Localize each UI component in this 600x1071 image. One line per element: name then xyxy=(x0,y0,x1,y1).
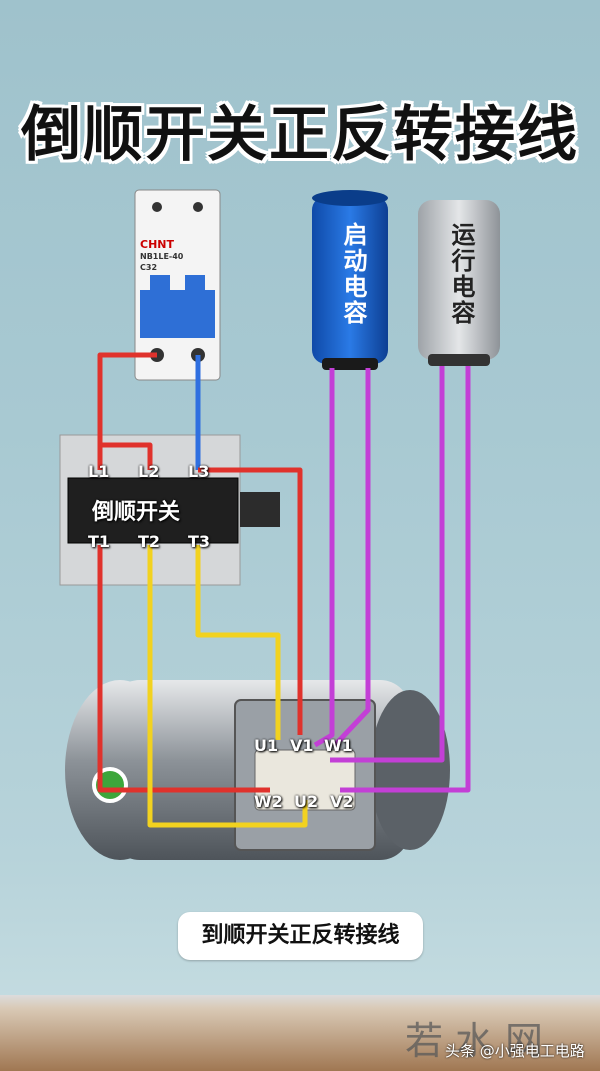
motor-terminal-v1: V1 xyxy=(290,736,314,755)
breaker-brand: CHNT xyxy=(140,238,174,251)
watermark: 若水网 xyxy=(405,1019,556,1063)
motor-terminal-u1: U1 xyxy=(254,736,279,755)
switch-terminal-l2: L2 xyxy=(138,462,160,481)
motor-terminal-w2: W2 xyxy=(254,792,283,811)
wire-yellow-t3-u1 xyxy=(195,545,281,740)
start-capacitor-label: 启动电容 xyxy=(339,222,367,326)
switch-label: 倒顺开关 xyxy=(92,500,181,525)
motor-terminal-u2: U2 xyxy=(294,792,319,811)
breaker-model: NB1LE-40 xyxy=(140,252,184,261)
wire-red-l3-v1 xyxy=(198,467,303,735)
run-capacitor xyxy=(418,200,500,366)
caption-badge: 到顺开关正反转接线 xyxy=(178,912,423,960)
motor-terminal-v2: V2 xyxy=(330,792,354,811)
switch-terminal-l1: L1 xyxy=(88,462,110,481)
switch-terminal-t1: T1 xyxy=(88,532,111,551)
wire-red-t1-w2 xyxy=(97,545,270,793)
motor xyxy=(65,680,450,860)
motor-terminal-w1: W1 xyxy=(324,736,353,755)
page-title: 倒顺开关正反转接线 xyxy=(21,100,579,170)
switch-terminal-t3: T3 xyxy=(188,532,211,551)
wire-red-l1 xyxy=(97,352,157,470)
switch-terminal-t2: T2 xyxy=(138,532,161,551)
wire-purple-run-1 xyxy=(330,366,445,763)
author-credit: 头条 @小强电工电路 xyxy=(445,1042,585,1060)
breaker-rating: C32 xyxy=(140,263,158,272)
start-capacitor xyxy=(312,190,388,370)
wire-purple-start-2 xyxy=(333,368,371,747)
wires xyxy=(97,352,471,828)
switch-terminal-l3: L3 xyxy=(188,462,210,481)
wire-purple-start-1 xyxy=(313,368,335,748)
run-capacitor-label: 运行电容 xyxy=(447,222,475,326)
wire-yellow-t2-u2 xyxy=(147,545,308,828)
floor xyxy=(0,995,600,1071)
wire-purple-run-2 xyxy=(340,366,471,793)
wire-red-l1-l2 xyxy=(97,442,153,470)
circuit-breaker xyxy=(134,189,221,381)
